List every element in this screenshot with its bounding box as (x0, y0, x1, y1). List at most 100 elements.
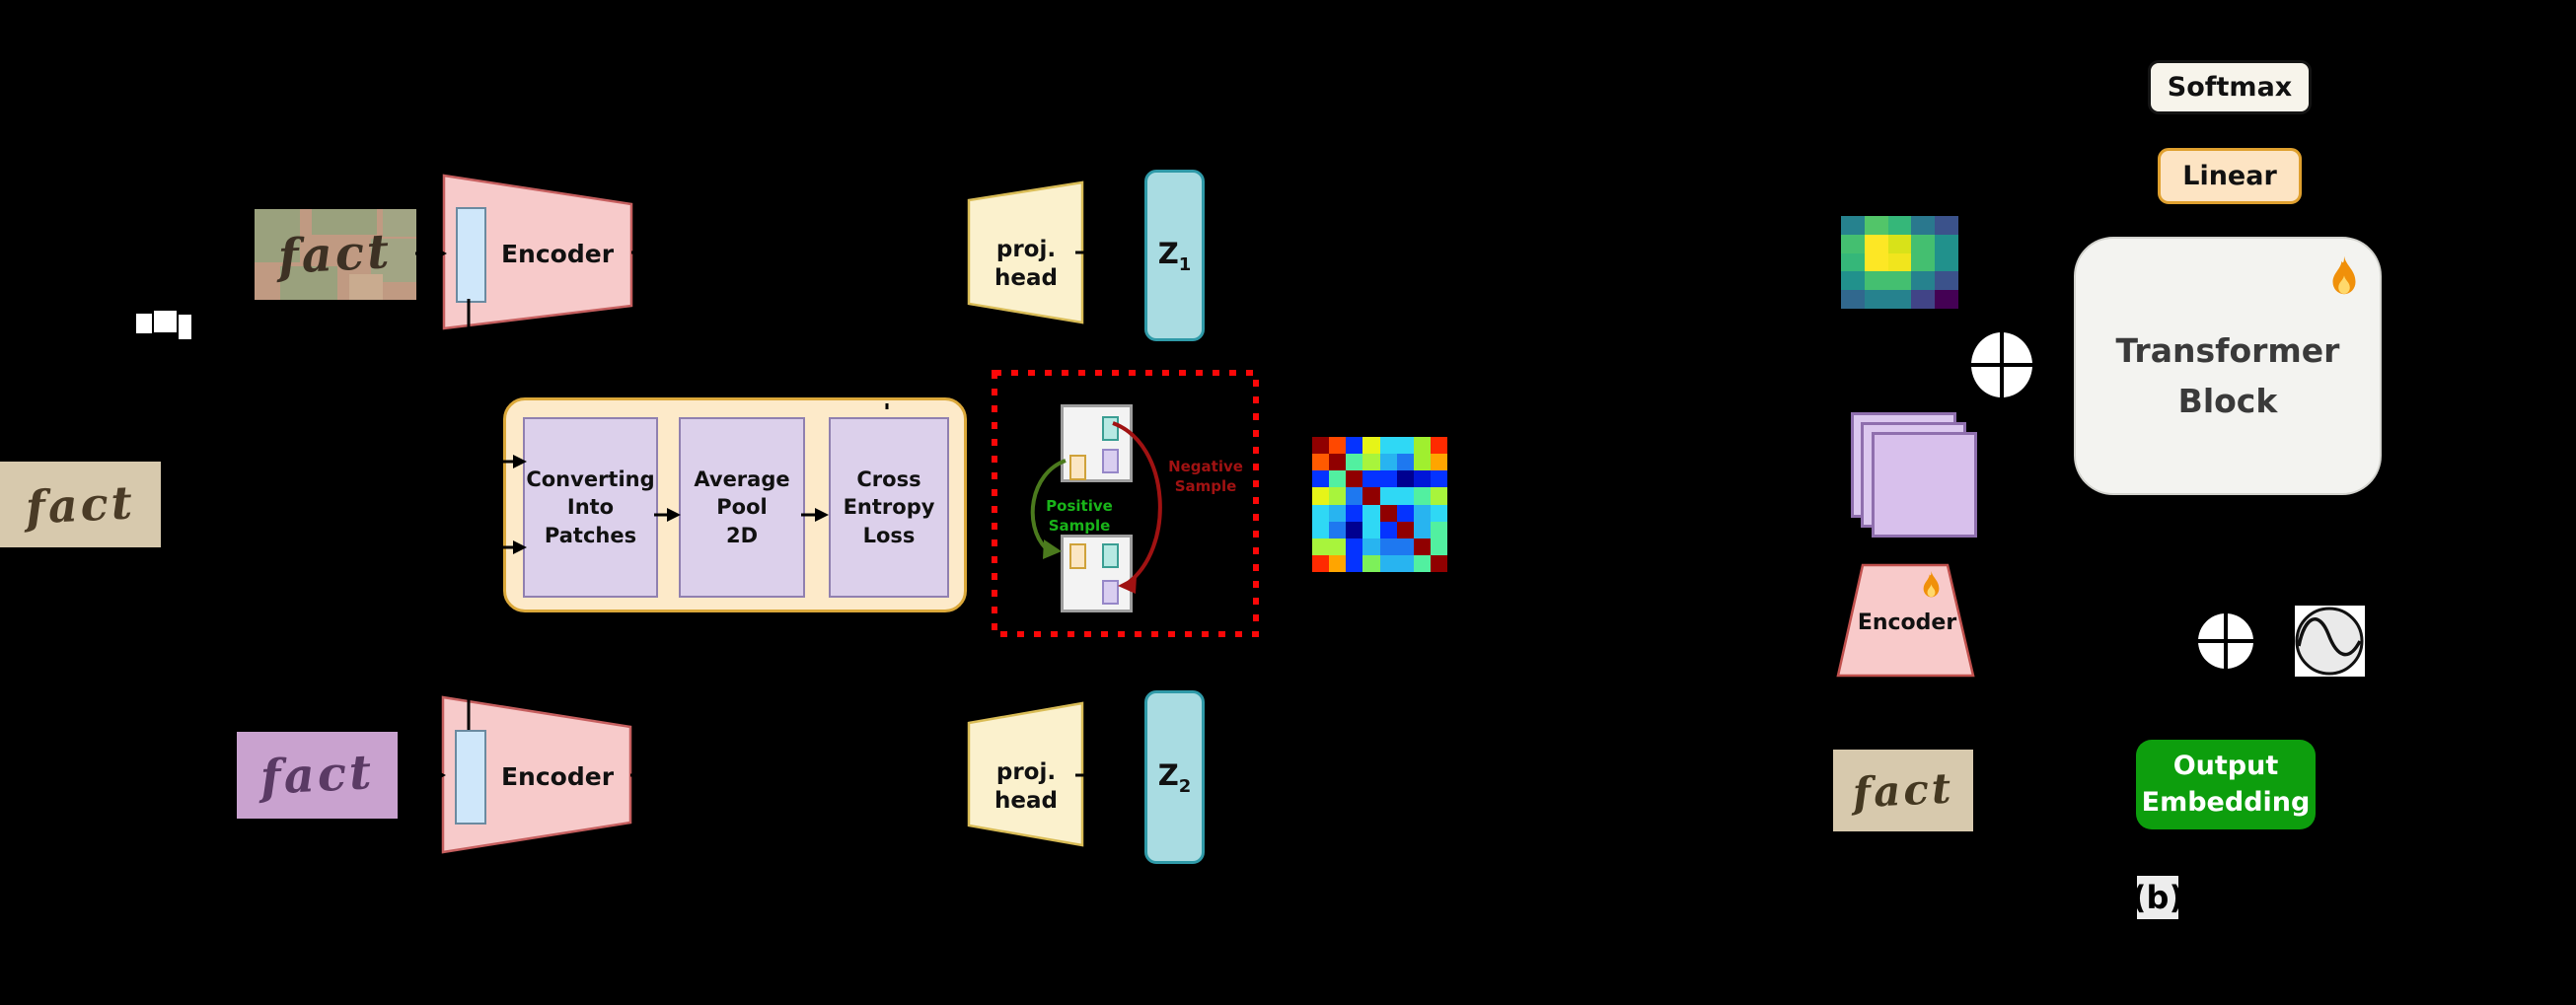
heatmap-cell (1379, 538, 1397, 555)
heatmap-cell (1346, 487, 1363, 505)
transformer-block: Transformer Block (2074, 237, 2382, 495)
heatmap-cell (1346, 538, 1363, 555)
camo-patch (383, 209, 416, 237)
encoder-bottom-label: Encoder (500, 761, 615, 791)
camo-patch (280, 266, 337, 300)
heatmap-cell (1379, 470, 1397, 488)
heatmap-cell (1413, 554, 1431, 572)
output-embedding-line: Embedding (2141, 786, 2311, 818)
heatmap-cell (1379, 437, 1397, 455)
heatmap-cell (1430, 504, 1447, 522)
step-line: Loss (862, 523, 916, 547)
heatmap-cell (1329, 504, 1347, 522)
heatmap-cell (1413, 521, 1431, 538)
heatmap-cell (1346, 504, 1363, 522)
heatmap-cell (1841, 252, 1865, 272)
step-converting-into-patches: Converting Into Patches (523, 417, 658, 598)
step-line: Average (694, 467, 790, 491)
add-icon (1971, 332, 2032, 397)
output-embedding-line: Output (2172, 751, 2279, 782)
heatmap-cell (1346, 521, 1363, 538)
encoder-bottom-input-slab (455, 730, 486, 825)
z2-embedding: Z2 (1144, 690, 1205, 864)
step-average-pool-2d: Average Pool 2D (679, 417, 805, 598)
step-line: Patches (544, 523, 637, 547)
proj-line: head (994, 788, 1058, 814)
feature-chip-teal (1102, 416, 1119, 441)
heatmap-cell (1396, 554, 1414, 572)
step-line: 2D (725, 523, 759, 547)
heatmap-cell (1935, 252, 1958, 272)
heatmap-cell (1935, 290, 1958, 309)
heatmap-cell (1379, 521, 1397, 538)
heatmap-cell (1379, 504, 1397, 522)
augmented-image-top: fact (255, 209, 416, 300)
sample-box-top (1061, 404, 1133, 482)
heatmap-cell (1329, 521, 1347, 538)
heatmap-cell (1911, 271, 1936, 291)
patch-stack-front (1872, 432, 1977, 538)
sine-wave (2297, 617, 2362, 657)
heatmap-cell (1329, 470, 1347, 488)
heatmap-cell (1379, 487, 1397, 505)
heatmap-cell (1887, 252, 1912, 272)
heatmap-cell (1329, 454, 1347, 471)
camo-patch (312, 209, 377, 235)
transformer-block-label: Transformer Block (2115, 331, 2340, 421)
encoder-top-input-slab (456, 207, 486, 303)
heatmap-cell (1430, 554, 1447, 572)
heatmap-cell (1935, 271, 1958, 291)
heatmap-cell (1864, 290, 1888, 309)
step-cross-entropy-loss: Cross Entropy Loss (829, 417, 949, 598)
heatmap-cell (1312, 538, 1330, 555)
heatmap-cell (1864, 234, 1888, 253)
fire-icon (2324, 254, 2364, 304)
add-icon (2198, 613, 2253, 669)
heatmap-cell (1887, 234, 1912, 253)
proj-head-top-label: proj. head (977, 227, 1075, 302)
heatmap-cell (1379, 454, 1397, 471)
feature-chip-purple (1102, 449, 1119, 473)
heatmap-cell (1911, 252, 1936, 272)
heatmap-cell (1841, 271, 1865, 291)
heatmap-cell (1413, 437, 1431, 455)
heatmap-cell (1396, 538, 1414, 555)
encoder-top-label: Encoder (500, 239, 615, 268)
heatmap-cell (1864, 252, 1888, 272)
arrowhead (434, 247, 447, 260)
heatmap-cell (1346, 454, 1363, 471)
heatmap-cell (1911, 234, 1936, 253)
heatmap-cell (1396, 521, 1414, 538)
negative-sample-label: Negative Sample (1168, 458, 1243, 495)
heatmap-cell (1396, 437, 1414, 455)
step-line: Pool (716, 495, 768, 520)
heatmap-cell (1362, 521, 1380, 538)
heatmap-cell (1329, 437, 1347, 455)
step-line: Into (566, 495, 615, 520)
heatmap-cell (1413, 470, 1431, 488)
proj-line: head (994, 265, 1058, 291)
augmented-image-bottom: fact (237, 732, 398, 819)
heatmap-cell (1362, 538, 1380, 555)
heatmap-cell (1362, 437, 1380, 455)
arrowhead (433, 768, 446, 782)
heatmap-cell (1864, 216, 1888, 235)
step-line: Converting (526, 467, 655, 491)
heatmap-cell (1430, 454, 1447, 471)
proj-line: proj. (995, 237, 1057, 263)
decoder-input-image: fact (1833, 750, 1973, 831)
heatmap-cell (1362, 554, 1380, 572)
heatmap-cell (1362, 487, 1380, 505)
proj-head-bottom-label: proj. head (977, 750, 1075, 825)
heatmap-cell (1413, 504, 1431, 522)
heatmap-cell (1430, 521, 1447, 538)
heatmap-cell (1379, 554, 1397, 572)
sample-box-bottom (1061, 535, 1133, 612)
heatmap-cell (1396, 470, 1414, 488)
heatmap-cell (1841, 216, 1865, 235)
heatmap-cell (1841, 234, 1865, 253)
heatmap-cell (1911, 290, 1936, 309)
heatmap-cell (1413, 454, 1431, 471)
heatmap-cell (1329, 487, 1347, 505)
step-line: Entropy (843, 495, 935, 520)
